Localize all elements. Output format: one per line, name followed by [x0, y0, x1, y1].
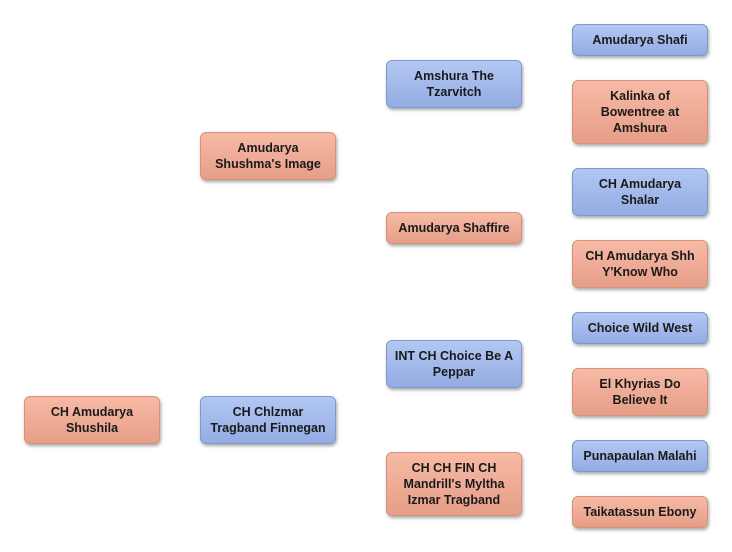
node-gen3-8: Taikatassun Ebony	[572, 496, 708, 528]
node-gen1-sire: CH Chlzmar Tragband Finnegan	[200, 396, 336, 444]
node-gen3-2: Kalinka of Bowentree at Amshura	[572, 80, 708, 144]
node-subject: CH Amudarya Shushila	[24, 396, 160, 444]
node-gen2-3: INT CH Choice Be A Peppar	[386, 340, 522, 388]
node-gen2-1: Amshura The Tzarvitch	[386, 60, 522, 108]
node-gen2-2: Amudarya Shaffire	[386, 212, 522, 244]
node-gen1-dam: Amudarya Shushma's Image	[200, 132, 336, 180]
node-gen2-4: CH CH FIN CH Mandrill's Myltha Izmar Tra…	[386, 452, 522, 516]
node-gen3-6: El Khyrias Do Believe It	[572, 368, 708, 416]
node-gen3-7: Punapaulan Malahi	[572, 440, 708, 472]
node-gen3-3: CH Amudarya Shalar	[572, 168, 708, 216]
node-gen3-4: CH Amudarya Shh Y'Know Who	[572, 240, 708, 288]
node-gen3-1: Amudarya Shafi	[572, 24, 708, 56]
node-gen3-5: Choice Wild West	[572, 312, 708, 344]
